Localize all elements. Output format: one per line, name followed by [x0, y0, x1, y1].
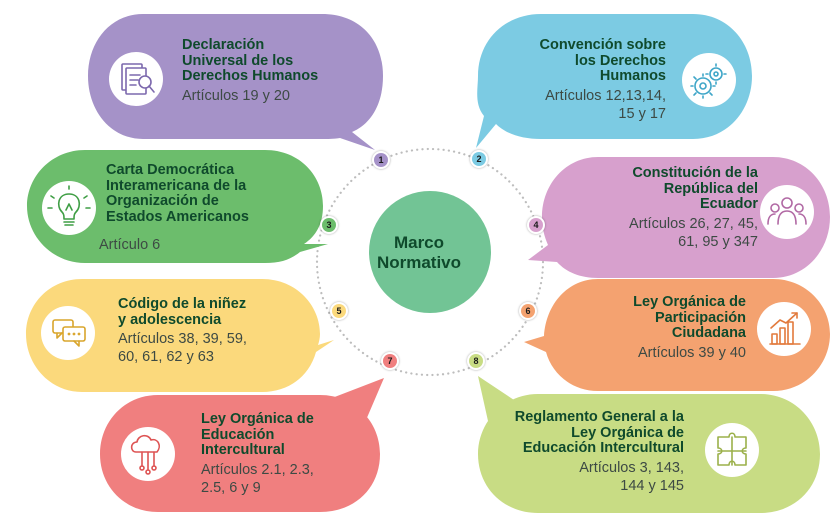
bubble-5-text: Código de la niñez y adolescencia Artícu…: [118, 296, 247, 366]
bubble-3-articles-wrap: Artículo 6: [99, 234, 160, 254]
bubble-1-title-3: Derechos Humanos: [182, 68, 319, 84]
bubble-7-articles-2: 2.5, 6 y 9: [201, 479, 261, 496]
bubble-8-articles-2: 144 y 145: [620, 477, 684, 494]
bubble-2-title-3: Humanos: [599, 68, 666, 84]
bubble-1-title-1: Declaración: [182, 37, 265, 53]
bubble-7-title-3: Intercultural: [201, 442, 285, 458]
center-line-1: Marco: [393, 233, 445, 252]
bubble-3-title-4: Estados Americanos: [106, 208, 249, 225]
bubble-3-title-1: Carta Democrática: [106, 162, 235, 178]
center-label: Marco Normativo: [367, 233, 471, 273]
lightbulb-icon: [42, 181, 96, 235]
number-badge-3: 3: [320, 216, 338, 234]
bubble-8-articles-1: Artículos 3, 143,: [579, 459, 684, 476]
number-badge-6: 6: [519, 302, 537, 320]
bubble-4-articles-2: 61, 95 y 347: [678, 233, 758, 250]
bubble-1: [88, 14, 383, 150]
bubble-2-articles-2: 15 y 17: [618, 105, 666, 122]
center-circle: [369, 191, 491, 313]
bubble-6: [524, 279, 830, 391]
bubble-5: [26, 279, 334, 392]
number-badge-4: 4: [527, 216, 545, 234]
bubble-7: [100, 378, 384, 512]
bubble-3-articles: Artículo 6: [99, 237, 161, 253]
bubble-5-title-2: y adolescencia: [118, 311, 222, 328]
bubble-2-title-2: los Derechos: [574, 52, 666, 69]
growth-chart-icon: [757, 302, 811, 356]
bubble-2-text: Convención sobre los Derechos Humanos Ar…: [480, 37, 667, 123]
bubble-7-articles-1: Artículos 2.1, 2.3,: [201, 461, 314, 478]
bubble-5-title-1: Código de la niñez: [118, 296, 247, 312]
bubble-5-articles-1: Artículos 38, 39, 59,: [118, 331, 247, 347]
bubble-8-title-3: Educación Intercultural: [522, 440, 684, 456]
bubble-1-text: Declaración Universal de los Derechos Hu…: [182, 37, 319, 105]
bubble-4-title-3: Ecuador: [699, 196, 758, 212]
number-badge-5: 5: [330, 302, 348, 320]
number-badge-8: 8: [467, 352, 485, 370]
bubble-6-title-2: Participación: [654, 309, 746, 326]
bubble-7-title-2: Educación: [201, 426, 275, 443]
bubble-2: [476, 14, 752, 148]
people-icon: [760, 185, 814, 239]
bubble-4-title-1: Constitución de la: [632, 165, 758, 181]
bubble-6-articles: Artículos 39 y 40: [638, 344, 746, 361]
number-badge-7: 7: [381, 352, 399, 370]
number-badge-2: 2: [470, 150, 488, 168]
bubble-4-text: Constitución de la República del Ecuador…: [562, 165, 758, 251]
bubble-7-title-1: Ley Orgánica de: [201, 411, 314, 427]
dotted-ring: [315, 147, 545, 377]
bubble-8-text: Reglamento General a la Ley Orgánica de …: [484, 409, 684, 495]
bubble-2-articles-1: Artículos 12,13,14,: [545, 87, 666, 104]
bubble-8: [478, 376, 820, 513]
center-line-2: Normativo: [376, 253, 462, 272]
bubble-1-articles: Artículos 19 y 20: [182, 87, 290, 104]
bubble-3-title-2: Interamericana de la: [106, 177, 247, 194]
bubble-3-title-3: Organización de: [106, 193, 219, 209]
bubble-3-text: Carta Democrática Interamericana de la O…: [106, 162, 249, 225]
bubble-6-title-3: Ciudadana: [671, 325, 746, 341]
bubble-4-articles-1: Artículos 26, 27, 45,: [629, 215, 758, 232]
bubble-3: [27, 150, 328, 263]
bubble-8-title-1: Reglamento General a la: [514, 409, 684, 425]
bubble-1-title-2: Universal de los: [182, 52, 294, 69]
bubble-8-title-2: Ley Orgánica de: [571, 424, 684, 441]
bubble-4-title-2: República del: [663, 180, 758, 197]
bubble-6-text: Ley Orgánica de Participación Ciudadana …: [560, 294, 746, 362]
bubble-5-articles-2: 60, 61, 62 y 63: [118, 349, 214, 365]
bubble-6-title-1: Ley Orgánica de: [633, 294, 746, 310]
bubble-2-title-1: Convención sobre: [539, 37, 667, 53]
number-badge-1: 1: [372, 151, 390, 169]
bubble-7-text: Ley Orgánica de Educación Intercultural …: [201, 411, 314, 497]
bubble-4: [528, 157, 830, 278]
